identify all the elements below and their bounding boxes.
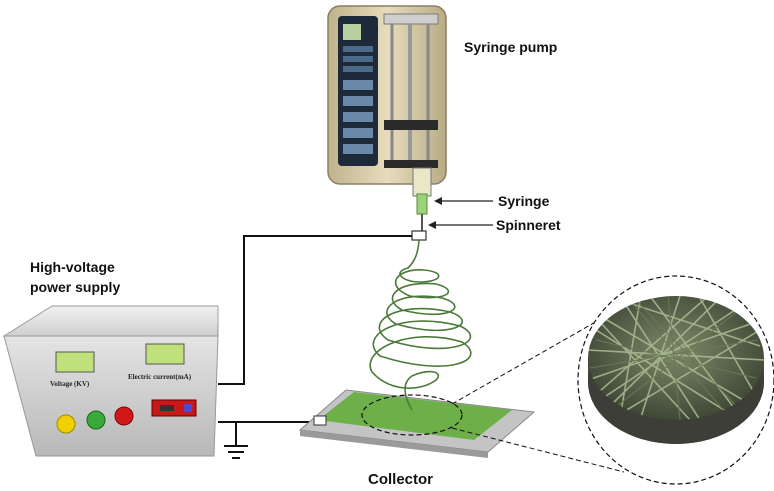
mat-fibers	[588, 296, 764, 420]
voltage-display-label: Voltage (KV)	[50, 380, 90, 388]
red-knob	[114, 406, 134, 426]
current-display	[145, 343, 185, 365]
fiber-jet	[369, 239, 472, 411]
ground-wire	[218, 421, 314, 459]
label-power-supply-line1: High-voltage	[30, 259, 115, 275]
high-voltage-power-supply: Voltage (KV) Electric current(mA)	[2, 305, 219, 457]
label-syringe: Syringe	[498, 193, 550, 209]
label-power-supply-line2: power supply	[30, 279, 120, 295]
syringe-barrel	[416, 193, 428, 215]
nanofiber-mat	[588, 296, 764, 444]
label-syringe-pump: Syringe pump	[464, 39, 557, 55]
yellow-knob	[56, 414, 76, 434]
high-voltage-wire	[218, 235, 412, 385]
green-knob	[86, 410, 106, 430]
collector-plate	[298, 389, 536, 458]
current-display-label: Electric current(mA)	[128, 373, 192, 381]
mat-fibers-dark	[589, 296, 759, 420]
voltage-display	[55, 351, 95, 373]
syringe-pump	[327, 5, 447, 232]
spinneret-nozzle	[411, 230, 427, 241]
annotation-arrows	[428, 197, 493, 229]
label-spinneret: Spinneret	[496, 217, 561, 233]
label-collector: Collector	[368, 471, 433, 488]
